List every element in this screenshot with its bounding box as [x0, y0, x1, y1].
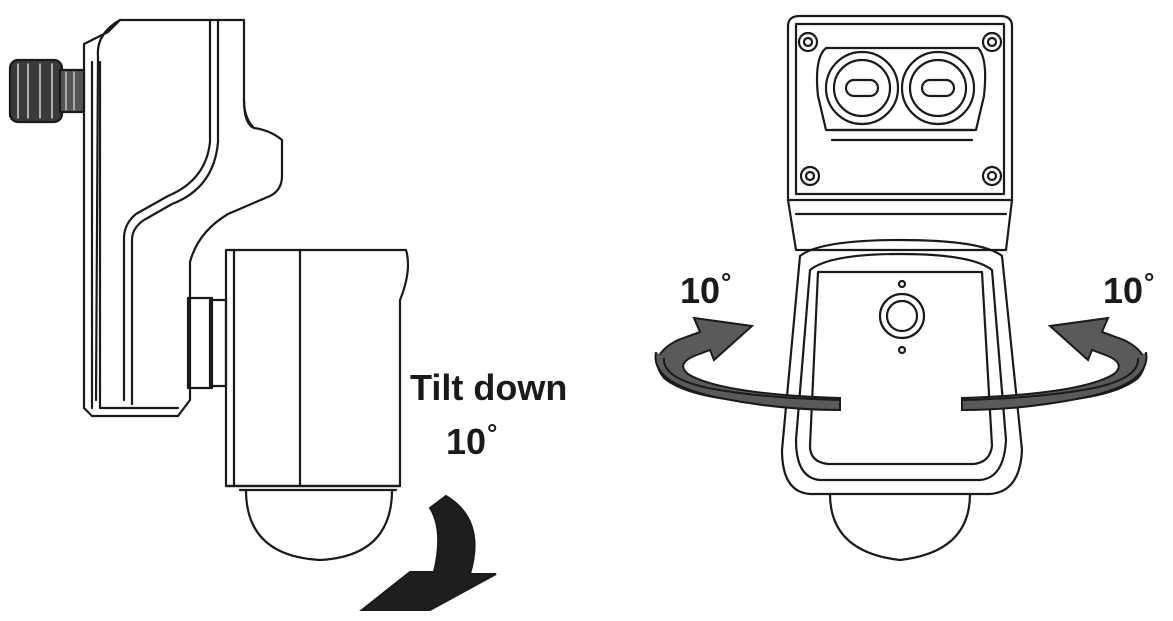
degree-symbol: °: [721, 267, 732, 297]
pan-left-degree-value: 10: [680, 270, 721, 311]
tilt-degree-label: 10°: [446, 420, 497, 462]
camera-lens-icon: [878, 279, 926, 355]
front-gland-right-icon: [900, 50, 976, 126]
degree-symbol: °: [1144, 267, 1155, 297]
pan-right-degree-label: 10°: [1103, 269, 1154, 311]
front-gland-left-icon: [824, 50, 900, 126]
side-view-device: [8, 18, 410, 562]
tilt-degree-value: 10: [446, 421, 487, 462]
tilt-down-label: Tilt down: [410, 367, 568, 408]
pan-right-degree-value: 10: [1103, 270, 1144, 311]
pan-left-degree-label: 10°: [680, 269, 731, 311]
degree-symbol: °: [487, 418, 498, 448]
front-view-device: [780, 14, 1024, 562]
cable-gland-icon: [8, 58, 86, 124]
tilt-down-arrow-icon: [359, 494, 497, 611]
screw-icon: [797, 31, 1003, 187]
